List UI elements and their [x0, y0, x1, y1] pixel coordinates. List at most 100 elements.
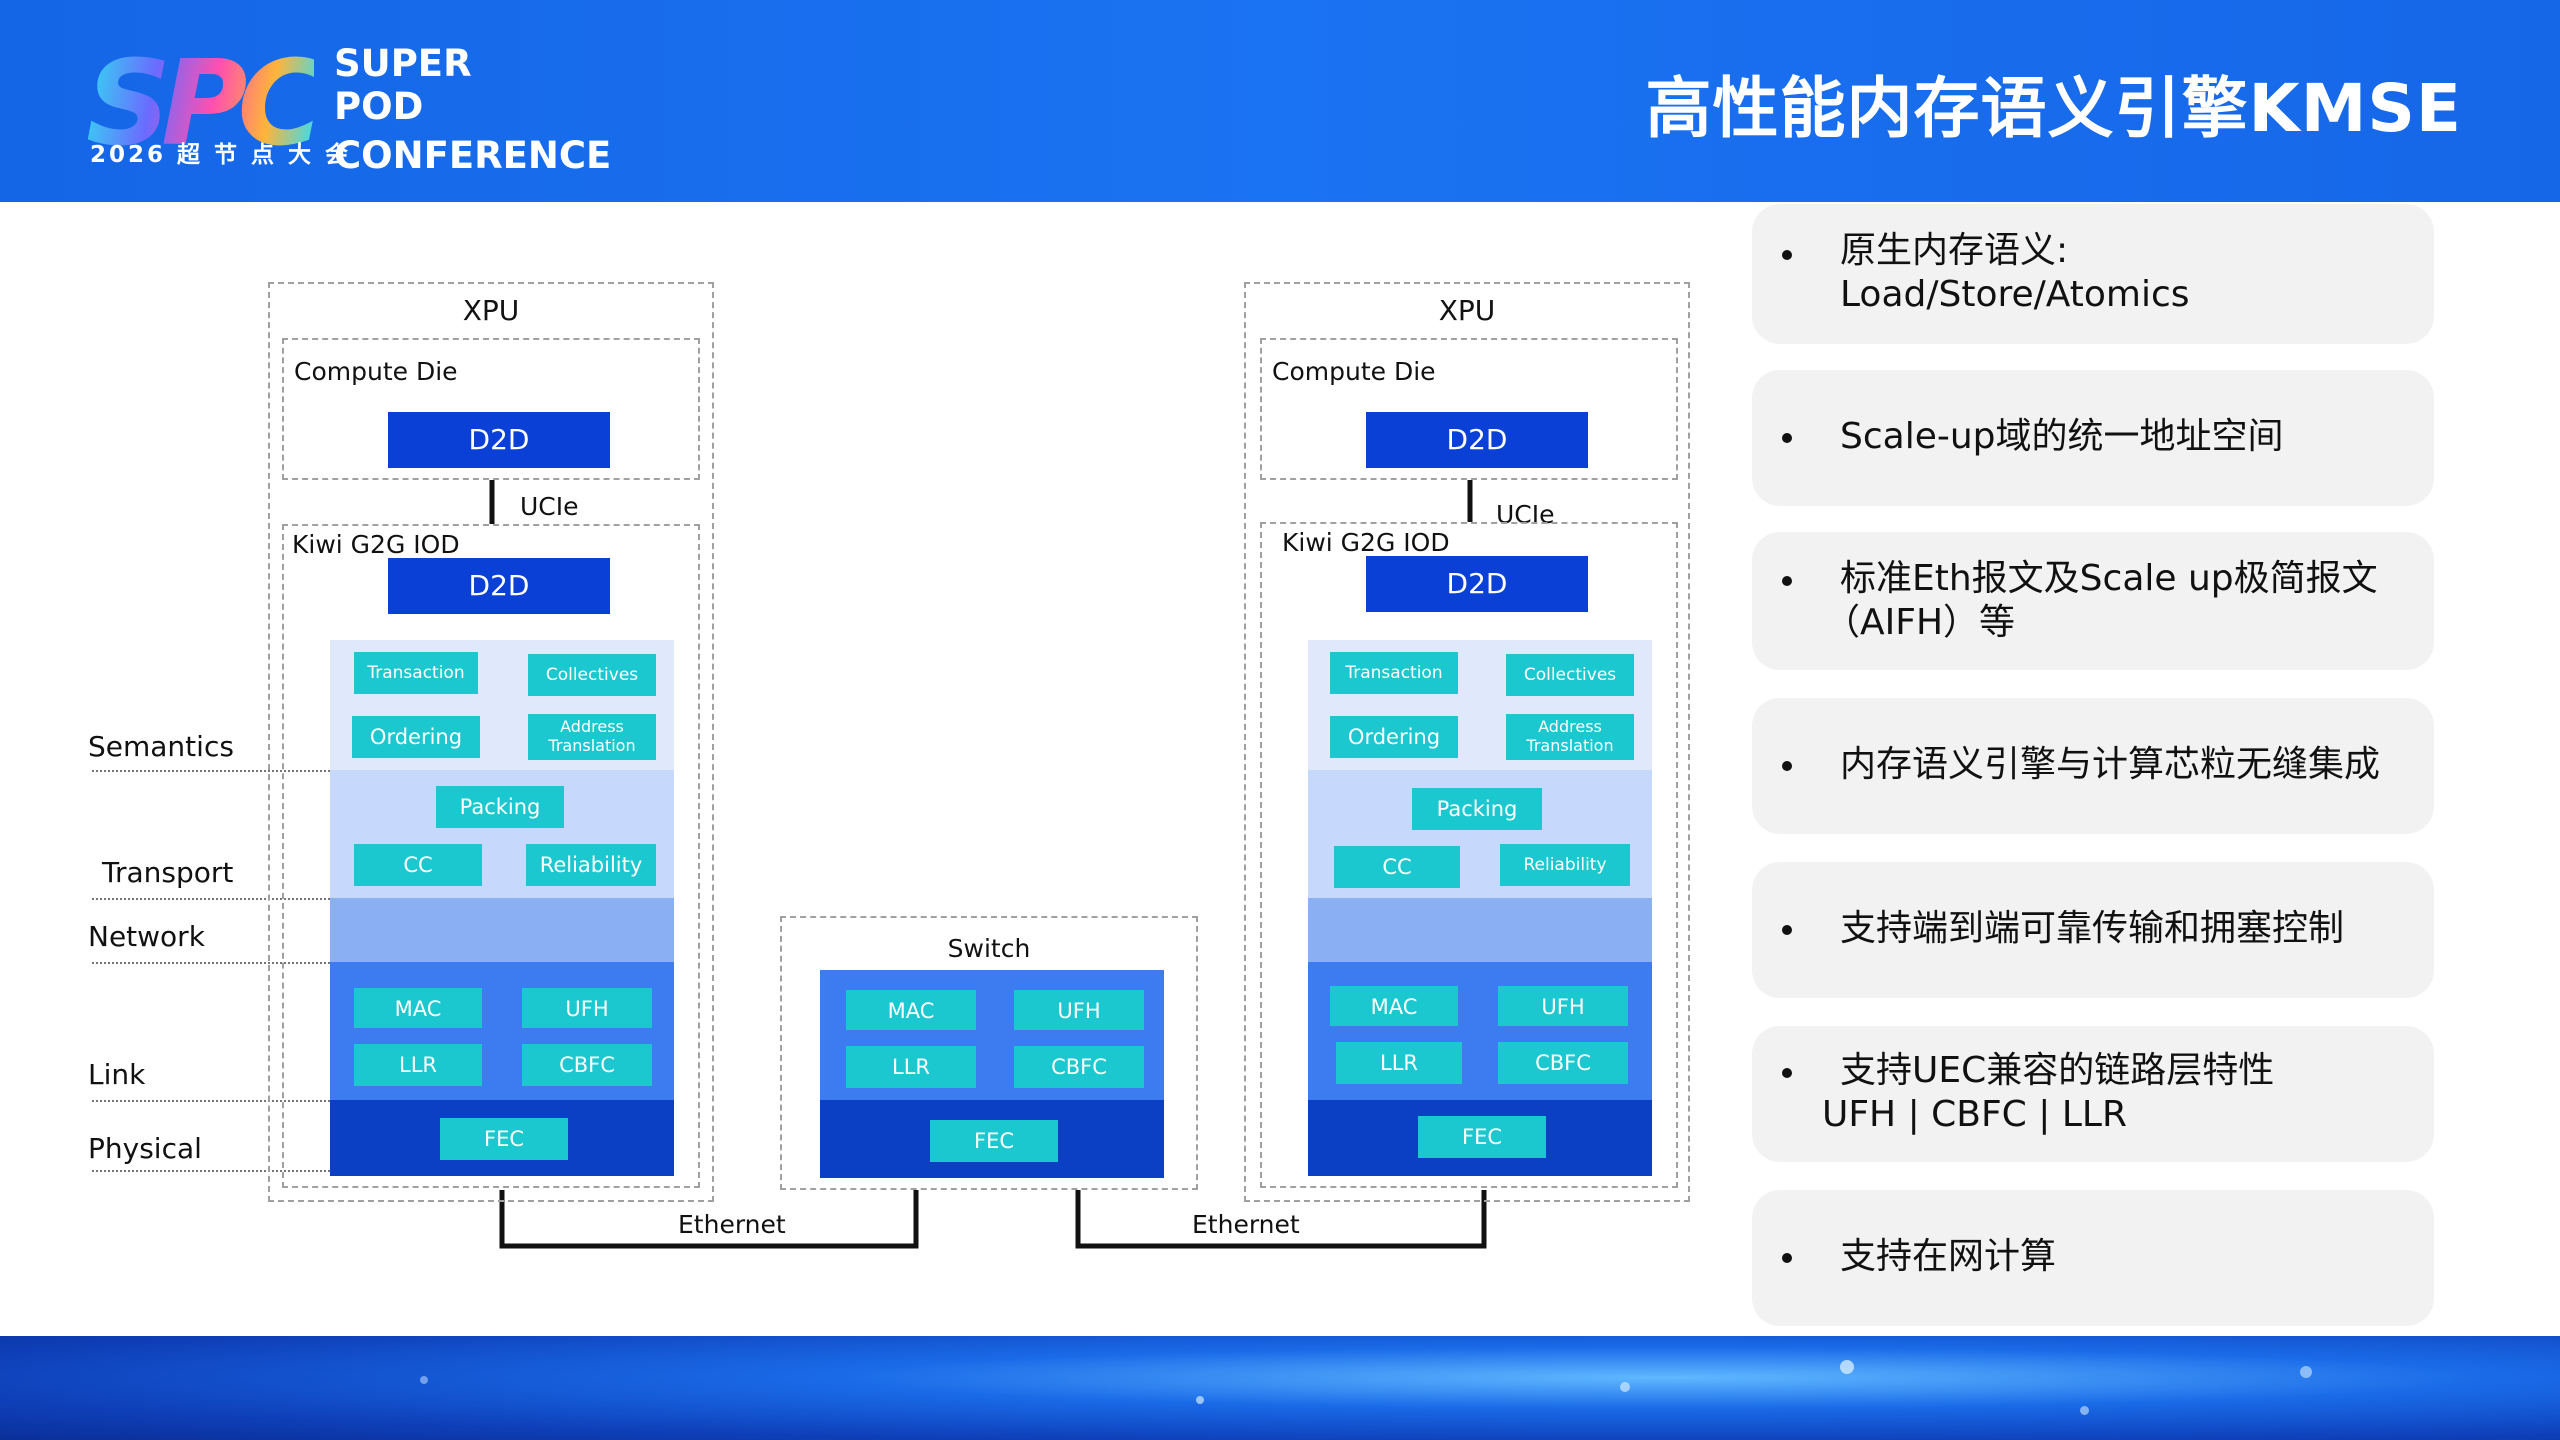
compute-die-right [1260, 338, 1678, 480]
bullet-text-2: Scale-up域的统一地址空间 [1840, 416, 2284, 457]
header-banner: SPC SUPER POD CONFERENCE 2026 超 节 点 大 会 … [0, 0, 2560, 202]
compute-die-right-label: Compute Die [1272, 357, 1436, 386]
network-band-left [330, 898, 674, 962]
xpu-left [268, 282, 714, 1202]
footer-sparkle [1196, 1396, 1204, 1404]
address-translation-chip-left: Address Translation [528, 714, 656, 760]
ucie-label-left: UCIe [520, 492, 579, 521]
llr-chip-left: LLR [354, 1044, 482, 1086]
connector-lines [489, 480, 1487, 1249]
cbfc-chip-left: CBFC [522, 1044, 652, 1086]
layer-divider-transport [92, 898, 330, 900]
iod-left [282, 524, 700, 1188]
layer-divider-link [92, 1100, 330, 1102]
bullet-text-7: 支持在网计算 [1840, 1236, 2057, 1277]
switch-mac-chip: MAC [846, 990, 976, 1030]
architecture-diagram: Semantics Transport Network Link Physica… [0, 202, 1720, 1336]
layer-divider-physical [92, 1170, 330, 1172]
collectives-chip-left: Collectives [528, 654, 656, 696]
bullet-dot-icon [1782, 761, 1792, 771]
mac-chip-right: MAC [1330, 986, 1458, 1026]
layer-divider-network [92, 962, 330, 964]
layer-label-semantics: Semantics [88, 730, 234, 763]
bullet-dot-icon [1782, 1068, 1792, 1078]
mac-chip-left: MAC [354, 988, 482, 1028]
bullet-dot-icon [1782, 925, 1792, 935]
compute-die-left [282, 338, 700, 480]
bullet-card-6: 支持UEC兼容的链路层特性 UFH | CBFC | LLR [1752, 1026, 2434, 1162]
d2d-top-left: D2D [388, 412, 610, 468]
footer-sparkle [2080, 1406, 2089, 1415]
cc-chip-left: CC [354, 844, 482, 886]
bullet-text-6b: UFH | CBFC | LLR [1822, 1094, 2127, 1135]
conference-logo: SPC SUPER POD CONFERENCE 2026 超 节 点 大 会 [86, 34, 611, 178]
layer-label-link: Link [88, 1058, 146, 1091]
fec-chip-left: FEC [440, 1118, 568, 1160]
switch-fec-chip: FEC [930, 1120, 1058, 1162]
ordering-chip-left: Ordering [352, 716, 480, 758]
bullet-text-3b: （AIFH）等 [1824, 602, 2016, 643]
xpu-right [1244, 282, 1690, 1202]
logo-mark: SPC [86, 34, 324, 172]
reliability-chip-left: Reliability [526, 844, 656, 886]
ethernet-link-right [1075, 1190, 1487, 1249]
address-line2-right: Translation [1526, 736, 1614, 755]
transaction-chip-right: Transaction [1330, 652, 1458, 694]
compute-die-left-label: Compute Die [294, 357, 458, 386]
iod-right [1260, 522, 1678, 1188]
reliability-chip-right: Reliability [1500, 844, 1630, 886]
ethernet-label-left: Ethernet [678, 1210, 786, 1239]
iod-right-label: Kiwi G2G IOD [1282, 528, 1450, 557]
iod-left-label: Kiwi G2G IOD [292, 530, 460, 559]
layer-label-network: Network [88, 920, 205, 953]
packing-chip-right: Packing [1412, 788, 1542, 830]
network-band-right [1308, 898, 1652, 962]
ordering-chip-right: Ordering [1330, 716, 1458, 758]
footer-sparkle [1620, 1382, 1630, 1392]
fec-chip-right: FEC [1418, 1116, 1546, 1158]
address-line1-left: Address [560, 717, 624, 736]
cbfc-chip-right: CBFC [1498, 1042, 1628, 1084]
bullet-card-2: Scale-up域的统一地址空间 [1752, 370, 2434, 506]
footer-banner [0, 1336, 2560, 1440]
layer-label-transport: Transport [102, 856, 234, 889]
bullet-text-3a: 标准Eth报文及Scale up极简报文 [1840, 558, 2378, 599]
d2d-top-right: D2D [1366, 412, 1588, 468]
bullet-text-4: 内存语义引擎与计算芯粒无缝集成 [1840, 744, 2381, 785]
llr-chip-right: LLR [1336, 1042, 1462, 1084]
ufh-chip-left: UFH [522, 988, 652, 1028]
switch-llr-chip: LLR [846, 1046, 976, 1088]
logo-tagline: 2026 超 节 点 大 会 [90, 142, 352, 168]
bullet-card-5: 支持端到端可靠传输和拥塞控制 [1752, 862, 2434, 998]
footer-sparkle [2300, 1366, 2312, 1378]
collectives-chip-right: Collectives [1506, 654, 1634, 696]
footer-sparkle [1840, 1360, 1854, 1374]
logo-word-super: SUPER [334, 42, 472, 85]
bullet-card-3: 标准Eth报文及Scale up极简报文 （AIFH）等 [1752, 532, 2434, 670]
bullet-card-4: 内存语义引擎与计算芯粒无缝集成 [1752, 698, 2434, 834]
logo-wordmark: SUPER POD CONFERENCE [334, 42, 611, 177]
footer-sparkle [420, 1376, 428, 1384]
bullet-text-1a: 原生内存语义: [1840, 230, 2069, 271]
layer-label-physical: Physical [88, 1132, 202, 1165]
layer-divider-semantics [92, 770, 330, 772]
bullet-card-7: 支持在网计算 [1752, 1190, 2434, 1326]
address-line2-left: Translation [548, 736, 636, 755]
ethernet-label-right: Ethernet [1192, 1210, 1300, 1239]
d2d-bottom-left: D2D [388, 558, 610, 614]
bullet-dot-icon [1782, 576, 1792, 586]
address-line1-right: Address [1538, 717, 1602, 736]
xpu-left-title: XPU [462, 294, 520, 327]
switch-cbfc-chip: CBFC [1014, 1046, 1144, 1088]
switch-title: Switch [947, 934, 1031, 963]
xpu-right-title: XPU [1438, 294, 1496, 327]
bullet-dot-icon [1782, 250, 1792, 260]
switch-box [780, 916, 1198, 1190]
d2d-bottom-right: D2D [1366, 556, 1588, 612]
ucie-label-right: UCIe [1496, 500, 1555, 529]
bullet-text-5: 支持端到端可靠传输和拥塞控制 [1840, 908, 2345, 949]
ethernet-link-left [499, 1190, 919, 1249]
bullet-text-6a: 支持UEC兼容的链路层特性 [1840, 1050, 2275, 1091]
cc-chip-right: CC [1334, 846, 1460, 888]
logo-word-pod: POD [334, 85, 424, 128]
